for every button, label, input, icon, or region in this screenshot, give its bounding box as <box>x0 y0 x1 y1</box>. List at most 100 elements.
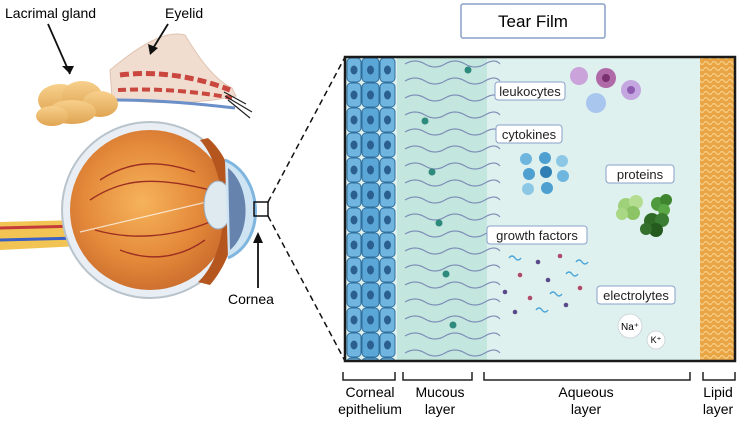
sodium-ion-label: Na⁺ <box>621 322 639 333</box>
cell-nucleus <box>384 366 391 375</box>
mucin-globule <box>449 321 457 329</box>
eyelid-arrowhead <box>148 44 158 55</box>
cell-nucleus <box>350 215 358 225</box>
cell-nucleus <box>367 215 374 225</box>
layer-label-line2: layer <box>571 401 602 417</box>
zoom-line-top <box>267 56 346 203</box>
mucin-strand <box>404 128 501 136</box>
mucin-globule <box>442 270 450 278</box>
cell-nucleus <box>367 140 374 150</box>
cell-nucleus <box>384 290 391 300</box>
leukocytes-group: leukocytes <box>494 67 641 113</box>
cytokine <box>539 152 551 164</box>
eyelid-label: Eyelid <box>165 5 203 21</box>
cell-nucleus <box>350 315 358 325</box>
cell-nucleus <box>367 265 374 275</box>
sodium-ion <box>617 313 643 339</box>
proteins-group: proteins <box>605 164 675 237</box>
lacrimal-gland-shape <box>36 81 118 126</box>
cell-nucleus <box>350 265 358 275</box>
tear-film-frame <box>343 55 737 363</box>
bracket-mucous <box>402 372 473 381</box>
growth-factor-strand <box>549 291 563 297</box>
cell-nucleus <box>384 90 391 100</box>
leukocyte-cell <box>586 93 606 113</box>
cell-nucleus <box>367 165 374 175</box>
eyelid-arrow <box>151 23 169 51</box>
layer-label-line2: layer <box>425 401 456 417</box>
cell-nucleus <box>384 115 391 125</box>
electrolytes-group: electrolytes Na⁺ K⁺ <box>596 285 676 350</box>
cytokine <box>541 182 553 194</box>
cell-nucleus <box>367 290 374 300</box>
cell-nucleus <box>367 240 374 250</box>
proteins-label: proteins <box>617 167 664 182</box>
mucin-strand <box>404 349 501 357</box>
mucin-strand <box>404 145 501 153</box>
mucin-strand <box>404 298 501 306</box>
zoom-line-bottom <box>267 215 346 362</box>
mucin-strand <box>404 315 501 323</box>
eyelid-shape <box>109 33 253 119</box>
tear-film-panel <box>345 57 735 375</box>
mucin-strand <box>404 94 501 102</box>
cell-nucleus <box>350 290 358 300</box>
cytokine <box>522 183 534 195</box>
cell-nucleus <box>350 90 358 100</box>
mucin-strand <box>404 213 501 221</box>
cytokines-group: cytokines <box>495 124 569 195</box>
protein-blob <box>651 194 672 216</box>
mucin-strand <box>404 332 501 340</box>
growth-factor-dot <box>545 277 551 283</box>
cytokines-label: cytokines <box>502 127 557 142</box>
layer-label-line1: Mucous <box>415 384 464 400</box>
lacrimal-gland-arrowhead <box>62 66 74 74</box>
cell-nucleus <box>384 240 391 250</box>
cytokine <box>557 170 569 182</box>
corneal-epithelium-cells <box>346 57 396 375</box>
cytokine <box>523 168 535 180</box>
bracket-epithelium <box>342 372 396 381</box>
title-box: Tear Film <box>460 3 606 39</box>
cell-nucleus <box>367 340 374 350</box>
cell-nucleus <box>350 115 358 125</box>
layer-label-line1: Corneal <box>345 384 394 400</box>
layer-label-line2: layer <box>703 401 734 417</box>
cell-nucleus <box>350 65 358 75</box>
mucin-strand <box>404 179 501 187</box>
growth-factor-dot <box>527 295 533 301</box>
cytokine <box>540 166 552 178</box>
lacrimal-gland-arrow <box>47 23 71 75</box>
bracket-aqueous <box>483 372 691 381</box>
mucin-strand <box>404 247 501 255</box>
mucin-strand <box>404 264 501 272</box>
protein-blob <box>616 195 643 220</box>
mucin-strand <box>404 60 501 68</box>
layer-brackets <box>342 372 736 381</box>
layer-label-line2: epithelium <box>338 401 402 417</box>
layer-label-line1: Lipid <box>703 384 733 400</box>
lacrimal-gland-label: Lacrimal gland <box>5 5 96 21</box>
growth-factor-dot <box>512 309 518 315</box>
growth-factor-strand <box>508 255 522 261</box>
growth-factor-dot <box>557 253 563 259</box>
electrolytes-label: electrolytes <box>603 288 669 303</box>
cell-nucleus <box>384 265 391 275</box>
bracket-lipid <box>702 372 736 381</box>
growth-factor-dot <box>577 285 583 291</box>
growth-factor-dot <box>517 272 523 278</box>
potassium-ion-label: K⁺ <box>651 335 662 345</box>
growth-factors-label: growth factors <box>496 228 578 243</box>
cell-nucleus <box>367 366 374 375</box>
cell-nucleus <box>350 240 358 250</box>
cell-nucleus <box>351 366 358 375</box>
cell-nucleus <box>350 340 358 350</box>
mucin-strands <box>404 60 501 357</box>
cell-nucleus <box>350 190 358 200</box>
growth-factor-dot <box>535 259 541 265</box>
mucin-globule <box>428 168 436 176</box>
mucin-strand <box>404 162 501 170</box>
leukocyte-cell <box>570 67 588 85</box>
layer-label-line1: Aqueous <box>558 384 613 400</box>
